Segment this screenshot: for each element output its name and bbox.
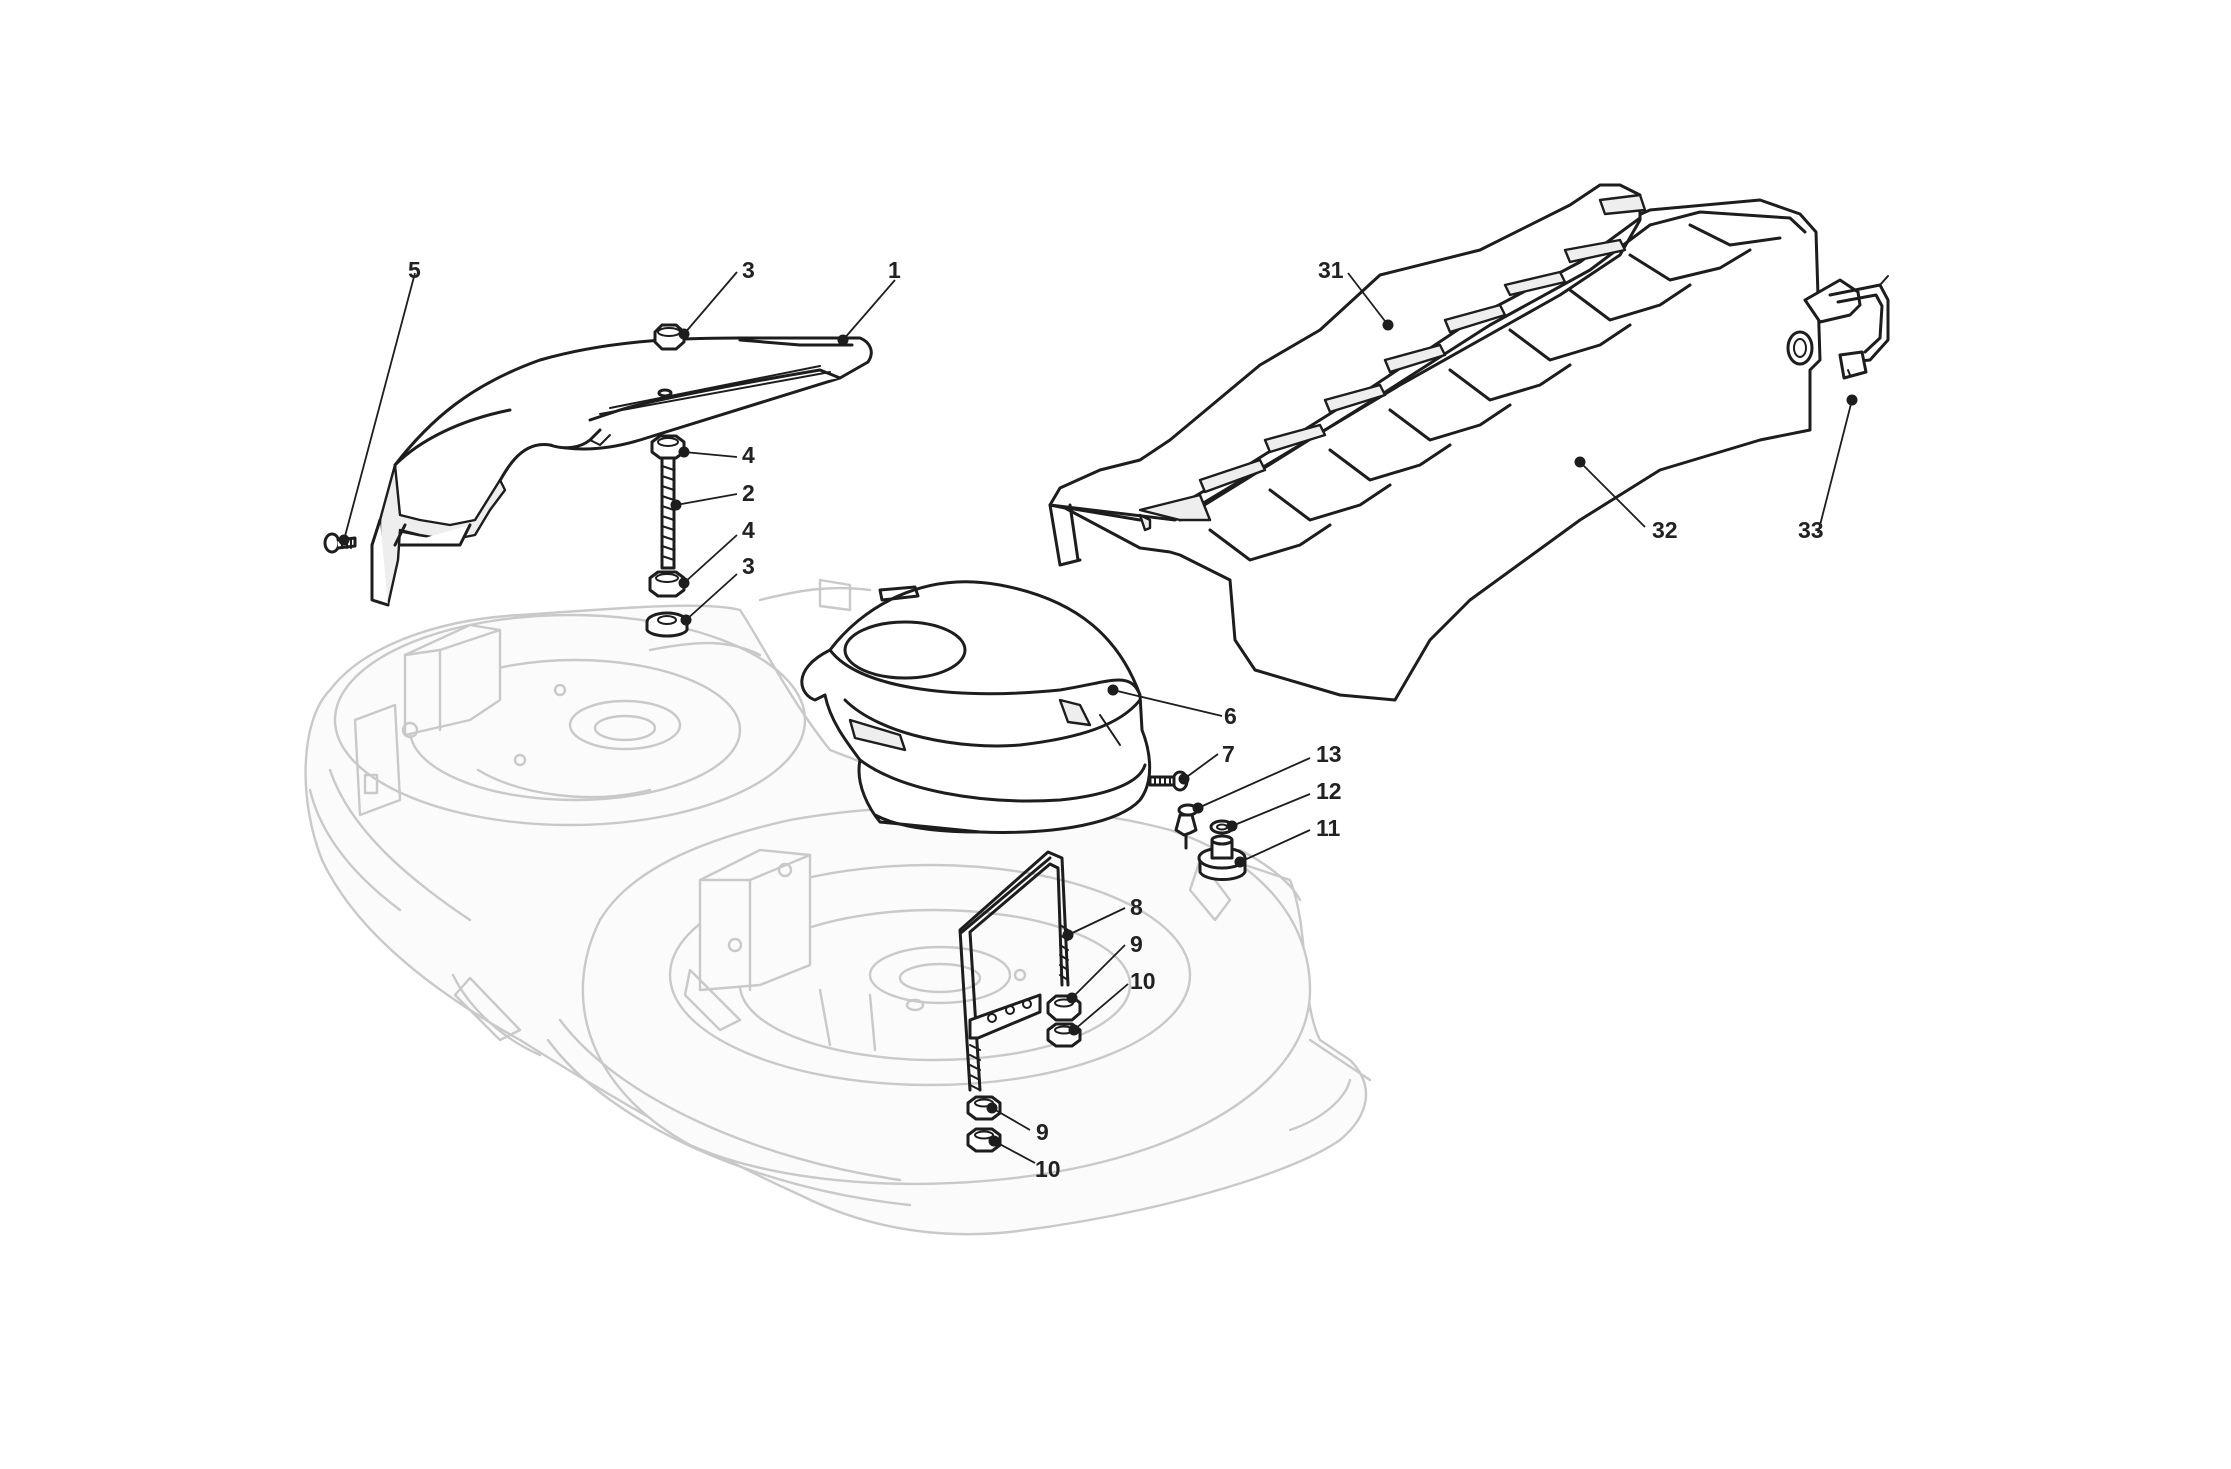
callout-33: 33 — [1798, 517, 1824, 543]
callout-5: 5 — [408, 257, 421, 283]
callout-3: 3 — [742, 553, 755, 579]
pulley-cover — [800, 580, 1152, 834]
callout-4: 4 — [742, 517, 755, 543]
callout-8: 8 — [1130, 894, 1143, 920]
callout-11: 11 — [1316, 815, 1341, 841]
hex-nut-lower — [648, 570, 686, 598]
callout-3: 3 — [742, 257, 755, 283]
callout-2: 2 — [742, 480, 755, 506]
u-bolt-bracket — [958, 850, 1070, 1092]
callout-9: 9 — [1036, 1119, 1049, 1145]
callout-32: 32 — [1652, 517, 1678, 543]
callout-7: 7 — [1222, 741, 1235, 767]
latch-bracket — [1803, 275, 1890, 380]
threaded-stud — [650, 434, 686, 570]
callout-1: 1 — [888, 257, 901, 283]
bushing-11 — [1197, 834, 1247, 881]
washer-nut-bottom — [645, 611, 689, 638]
mower-deck-ghost — [304, 578, 1372, 1236]
leader-dots — [338, 319, 1858, 1147]
leader-lines — [343, 271, 1853, 1164]
callout-12: 12 — [1316, 778, 1342, 804]
callout-10: 10 — [1130, 968, 1156, 994]
callout-31: 31 — [1318, 257, 1344, 283]
callout-labels: 1 2 3 3 4 4 5 6 7 8 9 9 10 10 11 12 13 3… — [408, 257, 1824, 1182]
callout-10: 10 — [1035, 1156, 1061, 1182]
discharge-chute — [1048, 183, 1822, 702]
callout-6: 6 — [1224, 703, 1237, 729]
callout-9: 9 — [1130, 931, 1143, 957]
callout-4: 4 — [742, 442, 755, 468]
hex-nut-top — [653, 323, 686, 351]
belt-guard-cover — [370, 336, 873, 607]
fastener-13 — [1174, 803, 1199, 850]
callout-13: 13 — [1316, 741, 1342, 767]
